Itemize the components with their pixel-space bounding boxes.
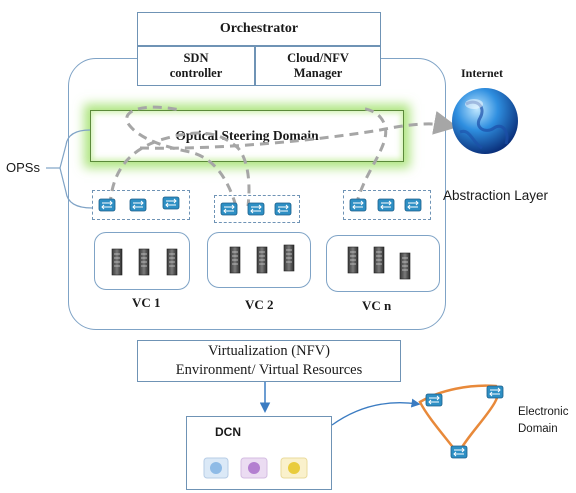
virtualization-line1: Virtualization (NFV): [208, 343, 330, 359]
electronic-line2: Domain: [518, 423, 558, 435]
electronic-line1: Electronic: [518, 406, 569, 418]
virtualization-box: Virtualization (NFV) Environment/ Virtua…: [137, 340, 401, 382]
optical-domain-label: Optical Steering Domain: [175, 128, 319, 143]
orchestrator-box: Orchestrator: [137, 12, 381, 46]
optical-switch-icon: [98, 196, 422, 216]
sdn-label-line1: SDN: [183, 51, 209, 65]
abstraction-layer-label: Abstraction Layer: [443, 188, 549, 203]
electronic-domain-label: Electronic Domain: [518, 404, 569, 438]
sdn-label-line2: controller: [169, 66, 223, 80]
sdn-controller-box: SDN controller: [137, 46, 255, 86]
cloud-label-line1: Cloud/NFV: [287, 51, 349, 65]
cloud-label-line2: Manager: [293, 66, 343, 80]
virtual-resource-icon: [203, 457, 308, 479]
traffic-paths: [108, 105, 458, 207]
vc-label-2: VC 2: [245, 297, 274, 312]
internet-globe-icon: [452, 88, 518, 154]
opss-brace: [46, 129, 93, 209]
dcn-label: DCN: [215, 425, 241, 439]
cloud-nfv-manager-box: Cloud/NFV Manager: [255, 46, 381, 86]
internet-label: Internet: [461, 66, 503, 80]
virtualization-line2: Environment/ Virtual Resources: [175, 362, 363, 378]
vc-label-1: VC 1: [132, 295, 161, 310]
orchestrator-label: Orchestrator: [219, 21, 299, 36]
server-rack-icon: [111, 244, 411, 280]
electronic-domain-ring: [418, 384, 504, 459]
dcn-electronic-connector: [331, 398, 421, 426]
opss-label: OPSs: [6, 160, 40, 175]
vc-label-n: VC n: [362, 298, 392, 313]
